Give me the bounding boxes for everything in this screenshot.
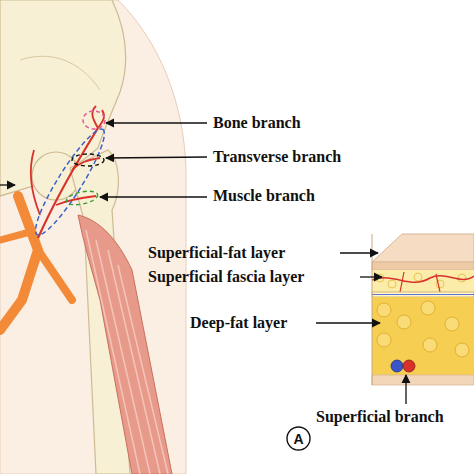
part-label: Superficial branch xyxy=(316,409,444,425)
leader-arrow xyxy=(100,196,207,197)
fat-lobule xyxy=(377,333,391,347)
fat-lobule xyxy=(445,317,459,331)
fat-lobule xyxy=(421,301,435,315)
leader-arrow xyxy=(405,375,406,404)
fat-globules xyxy=(376,273,466,288)
artery-section xyxy=(403,360,415,372)
superficial-fascia xyxy=(372,292,474,297)
thigh-outline xyxy=(0,0,186,474)
bone-branch-vessel xyxy=(92,106,104,128)
artery-branch xyxy=(38,250,72,300)
part-label: Deep-fat layer xyxy=(190,315,287,331)
leader-arrow xyxy=(360,276,382,277)
muscle-branch-marker xyxy=(65,189,99,207)
panel-badge: A xyxy=(286,426,311,451)
bone-branch-marker xyxy=(83,111,105,129)
fat-lobule xyxy=(423,338,437,352)
badge-circle xyxy=(287,427,310,450)
panel-letter: A xyxy=(286,426,311,451)
part-label: Superficial fascia layer xyxy=(148,269,304,285)
leader-arrow xyxy=(316,322,380,323)
fat-lobule xyxy=(397,315,411,329)
fat-lobules xyxy=(377,301,469,357)
vein-section xyxy=(391,360,403,372)
leader-arrow xyxy=(340,252,378,253)
part-label: Bone branch xyxy=(213,115,301,131)
deep-fat xyxy=(372,297,474,375)
artery-branch xyxy=(0,232,30,240)
part-label: Muscle branch xyxy=(213,188,315,204)
leader-arrow xyxy=(106,122,207,123)
leader-arrow xyxy=(106,157,207,158)
fat-lobule xyxy=(455,343,469,357)
fat-globule xyxy=(458,274,466,282)
skin-surface xyxy=(372,234,474,262)
fat-lobule xyxy=(377,303,391,317)
ascending-branch-marker xyxy=(27,123,113,241)
perforator-vessel xyxy=(400,272,440,292)
skin-layer xyxy=(372,262,474,270)
bone-contour xyxy=(20,56,100,90)
muscle-branch-vessel xyxy=(56,196,96,205)
femoral-artery xyxy=(0,196,38,330)
transverse-branch-marker xyxy=(72,154,104,166)
deep-fascia xyxy=(372,375,474,385)
subdermal-vessel xyxy=(372,276,474,283)
block-edge xyxy=(372,234,373,385)
fascia-line xyxy=(372,294,474,295)
superficial-fat xyxy=(372,270,474,292)
muscle-fibers xyxy=(86,230,168,474)
fat-globule xyxy=(388,280,396,288)
ascending-branch xyxy=(38,128,98,238)
leader-arrow xyxy=(0,184,15,185)
part-label: Transverse branch xyxy=(213,149,341,165)
fat-globule xyxy=(414,273,422,281)
part-label: Superficial-fat layer xyxy=(148,245,285,261)
descending-branch xyxy=(31,150,40,215)
